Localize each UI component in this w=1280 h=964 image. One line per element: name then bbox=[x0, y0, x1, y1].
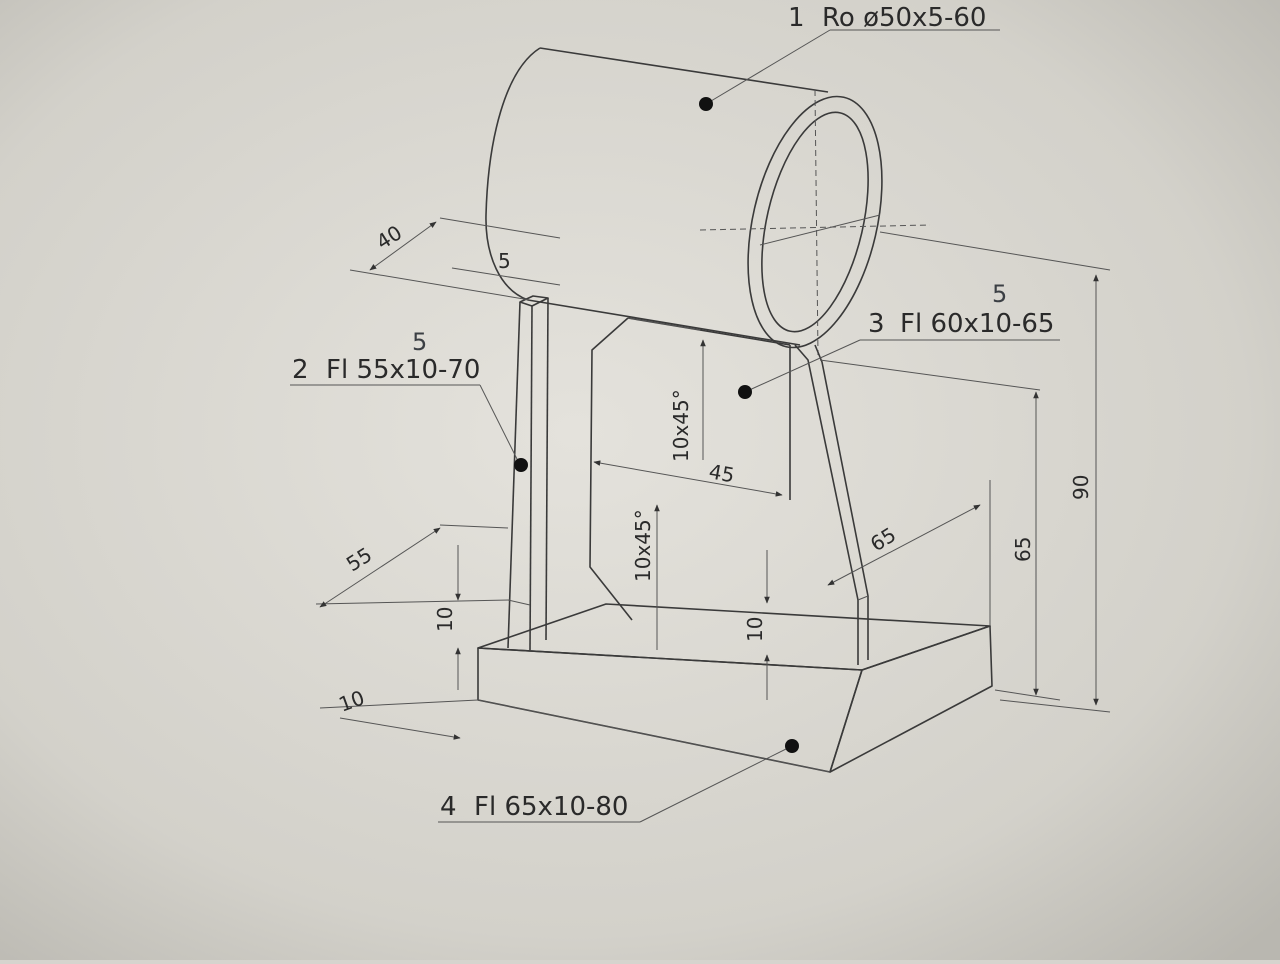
dim-10-mid: 10 bbox=[743, 617, 767, 642]
part-3-marker bbox=[738, 385, 752, 399]
part-2-number: 2 bbox=[292, 355, 309, 385]
dim-65-vertical: 65 bbox=[1011, 537, 1035, 562]
dimension-lines bbox=[315, 217, 1111, 740]
part-3-number: 3 bbox=[868, 309, 885, 339]
part-2-marker bbox=[514, 458, 528, 472]
right-arm-part bbox=[794, 344, 869, 665]
part-3-correction: 5 bbox=[992, 280, 1007, 308]
dim-10-left: 10 bbox=[433, 607, 457, 632]
dim-10x45-lower: 10x45° bbox=[631, 509, 655, 582]
left-plate-part bbox=[507, 295, 549, 651]
dim-90: 90 bbox=[1069, 475, 1093, 500]
part-4-number: 4 bbox=[440, 792, 457, 822]
base-part bbox=[477, 603, 993, 773]
tube-part bbox=[485, 47, 931, 356]
dim-10x45-upper: 10x45° bbox=[669, 389, 693, 462]
dim-5: 5 bbox=[498, 249, 511, 273]
part-3-spec: Fl 60x10-65 bbox=[900, 309, 1054, 339]
part-1-marker bbox=[699, 97, 713, 111]
dim-45: 45 bbox=[707, 459, 736, 487]
part-2-spec: Fl 55x10-70 bbox=[326, 355, 480, 385]
back-plate-part bbox=[589, 317, 791, 621]
part-2-correction: 5 bbox=[412, 328, 427, 356]
part-1-spec: Ro ø50x5-60 bbox=[822, 3, 986, 33]
leader-lines bbox=[290, 29, 1060, 823]
part-4-spec: Fl 65x10-80 bbox=[474, 792, 628, 822]
part-4-marker bbox=[785, 739, 799, 753]
part-1-number: 1 bbox=[788, 3, 805, 33]
